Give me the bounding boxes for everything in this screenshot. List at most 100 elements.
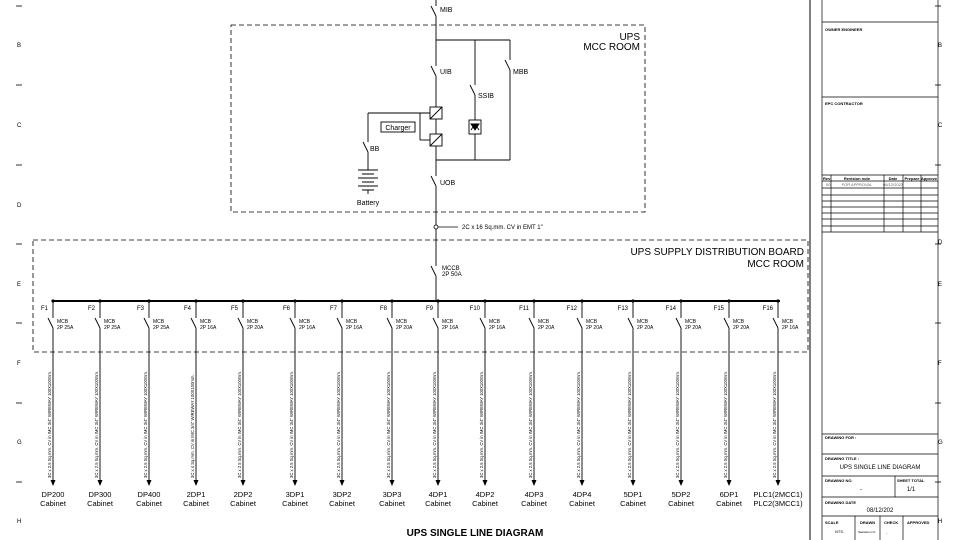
mcb-rating: 2P 16A <box>346 325 363 331</box>
mcb-contact <box>479 317 486 329</box>
mbb-label: MBB <box>513 69 529 76</box>
scale-label: SCALE <box>825 520 839 525</box>
mcb-label: MCB <box>57 319 69 325</box>
zone-letter: E <box>17 282 21 288</box>
uob-label: UOB <box>440 180 456 187</box>
static-switch-symbol <box>468 119 482 135</box>
load-type: Cabinet <box>136 499 163 508</box>
mcb-contact <box>143 317 150 329</box>
zone-letter: F <box>17 361 21 367</box>
rev-header: Revision note <box>844 176 871 181</box>
check-label: CHECK <box>884 520 898 525</box>
feeder-arrow <box>193 480 199 486</box>
title-block-text: OWNER ENGINEER EPC CONTRACTOR Rev Revisi… <box>823 27 938 535</box>
feeder-arrow <box>678 480 684 486</box>
load-name: 4DP4 <box>573 490 592 499</box>
feeder-id: F13 <box>618 306 629 312</box>
drawing-no-value: - <box>860 487 862 493</box>
mcb-rating: 2P 25A <box>57 325 74 331</box>
feeder-cable: 3C x 2.5 Sq.mm. CV in IMC 3/4" WIREWAY 1… <box>143 371 148 478</box>
feeder-arrow <box>775 480 781 486</box>
load-type: Cabinet <box>87 499 114 508</box>
load-type: PLC2(3MCC1) <box>753 499 803 508</box>
zone-letter: C <box>17 123 22 129</box>
load-name: 6DP1 <box>720 490 739 499</box>
load-type: Cabinet <box>425 499 452 508</box>
uib-label: UIB <box>440 69 452 76</box>
mcb-rating: 2P 25A <box>153 325 170 331</box>
mcb-rating: 2P 16A <box>200 325 217 331</box>
feeder-arrow <box>50 480 56 486</box>
mcb-label: MCB <box>442 319 454 325</box>
feeder-cable: 3C x 2.5 Sq.mm. CV in IMC 3/4" WIREWAY 1… <box>432 371 437 478</box>
check-value: - <box>886 530 888 535</box>
approved-label: APPROVED <box>907 520 930 525</box>
battery-symbol <box>358 169 378 191</box>
mcb-rating: 2P 25A <box>104 325 121 331</box>
feeder-arrow <box>482 480 488 486</box>
load-name: DP200 <box>42 490 65 499</box>
rev-header: Date <box>889 176 898 181</box>
feeder-cable: 3C x 4 Sq.mm. CV in IMC 3/4" WIREWAY 100… <box>190 374 195 478</box>
mcb-contact <box>289 317 296 329</box>
feeder-id: F14 <box>666 306 677 312</box>
epc-contractor-label: EPC CONTRACTOR <box>825 101 863 106</box>
mcb-contact <box>94 317 101 329</box>
mcb-label: MCB <box>637 319 649 325</box>
rev-header: Approve <box>921 176 938 181</box>
mcb-label: MCB <box>733 319 745 325</box>
drawing-for-label: DRAWING FOR : <box>825 435 856 440</box>
load-name: DP300 <box>89 490 112 499</box>
mcb-label: MCB <box>299 319 311 325</box>
distribution-board-boundary <box>32 239 809 353</box>
mcb-rating: 2P 16A <box>442 325 459 331</box>
load-type: Cabinet <box>230 499 257 508</box>
zone-letter: H <box>938 519 942 525</box>
feeder-cable: 3C x 2.5 Sq.mm. CV in IMC 3/4" WIREWAY 1… <box>94 371 99 478</box>
mcb-rating: 2P 20A <box>396 325 413 331</box>
drawn-label: DRAWN <box>860 520 875 525</box>
mcb-rating: 2P 16A <box>782 325 799 331</box>
load-type: Cabinet <box>569 499 596 508</box>
mcb-contact <box>576 317 583 329</box>
main-mcb-rating: 2P 50A <box>442 272 462 278</box>
mcb-label: MCB <box>489 319 501 325</box>
feeder-id: F10 <box>470 306 481 312</box>
mib-label: MIB <box>440 7 453 14</box>
mcb-contact <box>190 317 197 329</box>
feeder-cable: 3C x 2.5 Sq.mm. CV in IMC 3/4" WIREWAY 1… <box>675 371 680 478</box>
feeder-arrow <box>240 480 246 486</box>
main-feeder <box>362 0 511 301</box>
load-type: Cabinet <box>282 499 309 508</box>
zone-ticks-left <box>16 5 22 483</box>
feeder-id: F7 <box>330 306 338 312</box>
load-name: DP400 <box>138 490 161 499</box>
mcb-contact <box>675 317 682 329</box>
zone-letter: B <box>938 43 942 49</box>
rev-header: Rev <box>823 176 831 181</box>
rev-cell: 06/12/2023 <box>883 182 904 187</box>
feeder-cable: 3C x 2.5 Sq.mm. CV in IMC 3/4" WIREWAY 1… <box>289 371 294 478</box>
feeder-arrow <box>579 480 585 486</box>
load-name: 3DP2 <box>333 490 352 499</box>
feeder-id: F2 <box>88 306 96 312</box>
main-mcb-label: MCCB <box>442 266 460 272</box>
feeder-arrow <box>97 480 103 486</box>
mcb-contact <box>336 317 343 329</box>
mcb-rating: 2P 20A <box>733 325 750 331</box>
zone-letter: B <box>17 43 21 49</box>
ssib-label: SSIB <box>478 93 494 100</box>
feeder-cable: 3C x 2.5 Sq.mm. CV in IMC 3/4" WIREWAY 1… <box>47 371 52 478</box>
main-cable-label: 2C x 16 Sq.mm. CV in EMT 1" <box>462 225 543 231</box>
drawing-date-label: DRAWING DATE <box>825 500 856 505</box>
zone-letter: D <box>17 203 22 209</box>
rev-cell: FOR APPROVAL <box>842 182 873 187</box>
mcb-label: MCB <box>586 319 598 325</box>
feeder-cable: 3C x 2.5 Sq.mm. CV in IMC 3/4" WIREWAY 1… <box>336 371 341 478</box>
mcb-label: MCB <box>200 319 212 325</box>
mcb-rating: 2P 20A <box>247 325 264 331</box>
mcb-contact <box>627 317 634 329</box>
feeder-cable: 3C x 2.5 Sq.mm. CV in IMC 3/4" WIREWAY 1… <box>772 371 777 478</box>
